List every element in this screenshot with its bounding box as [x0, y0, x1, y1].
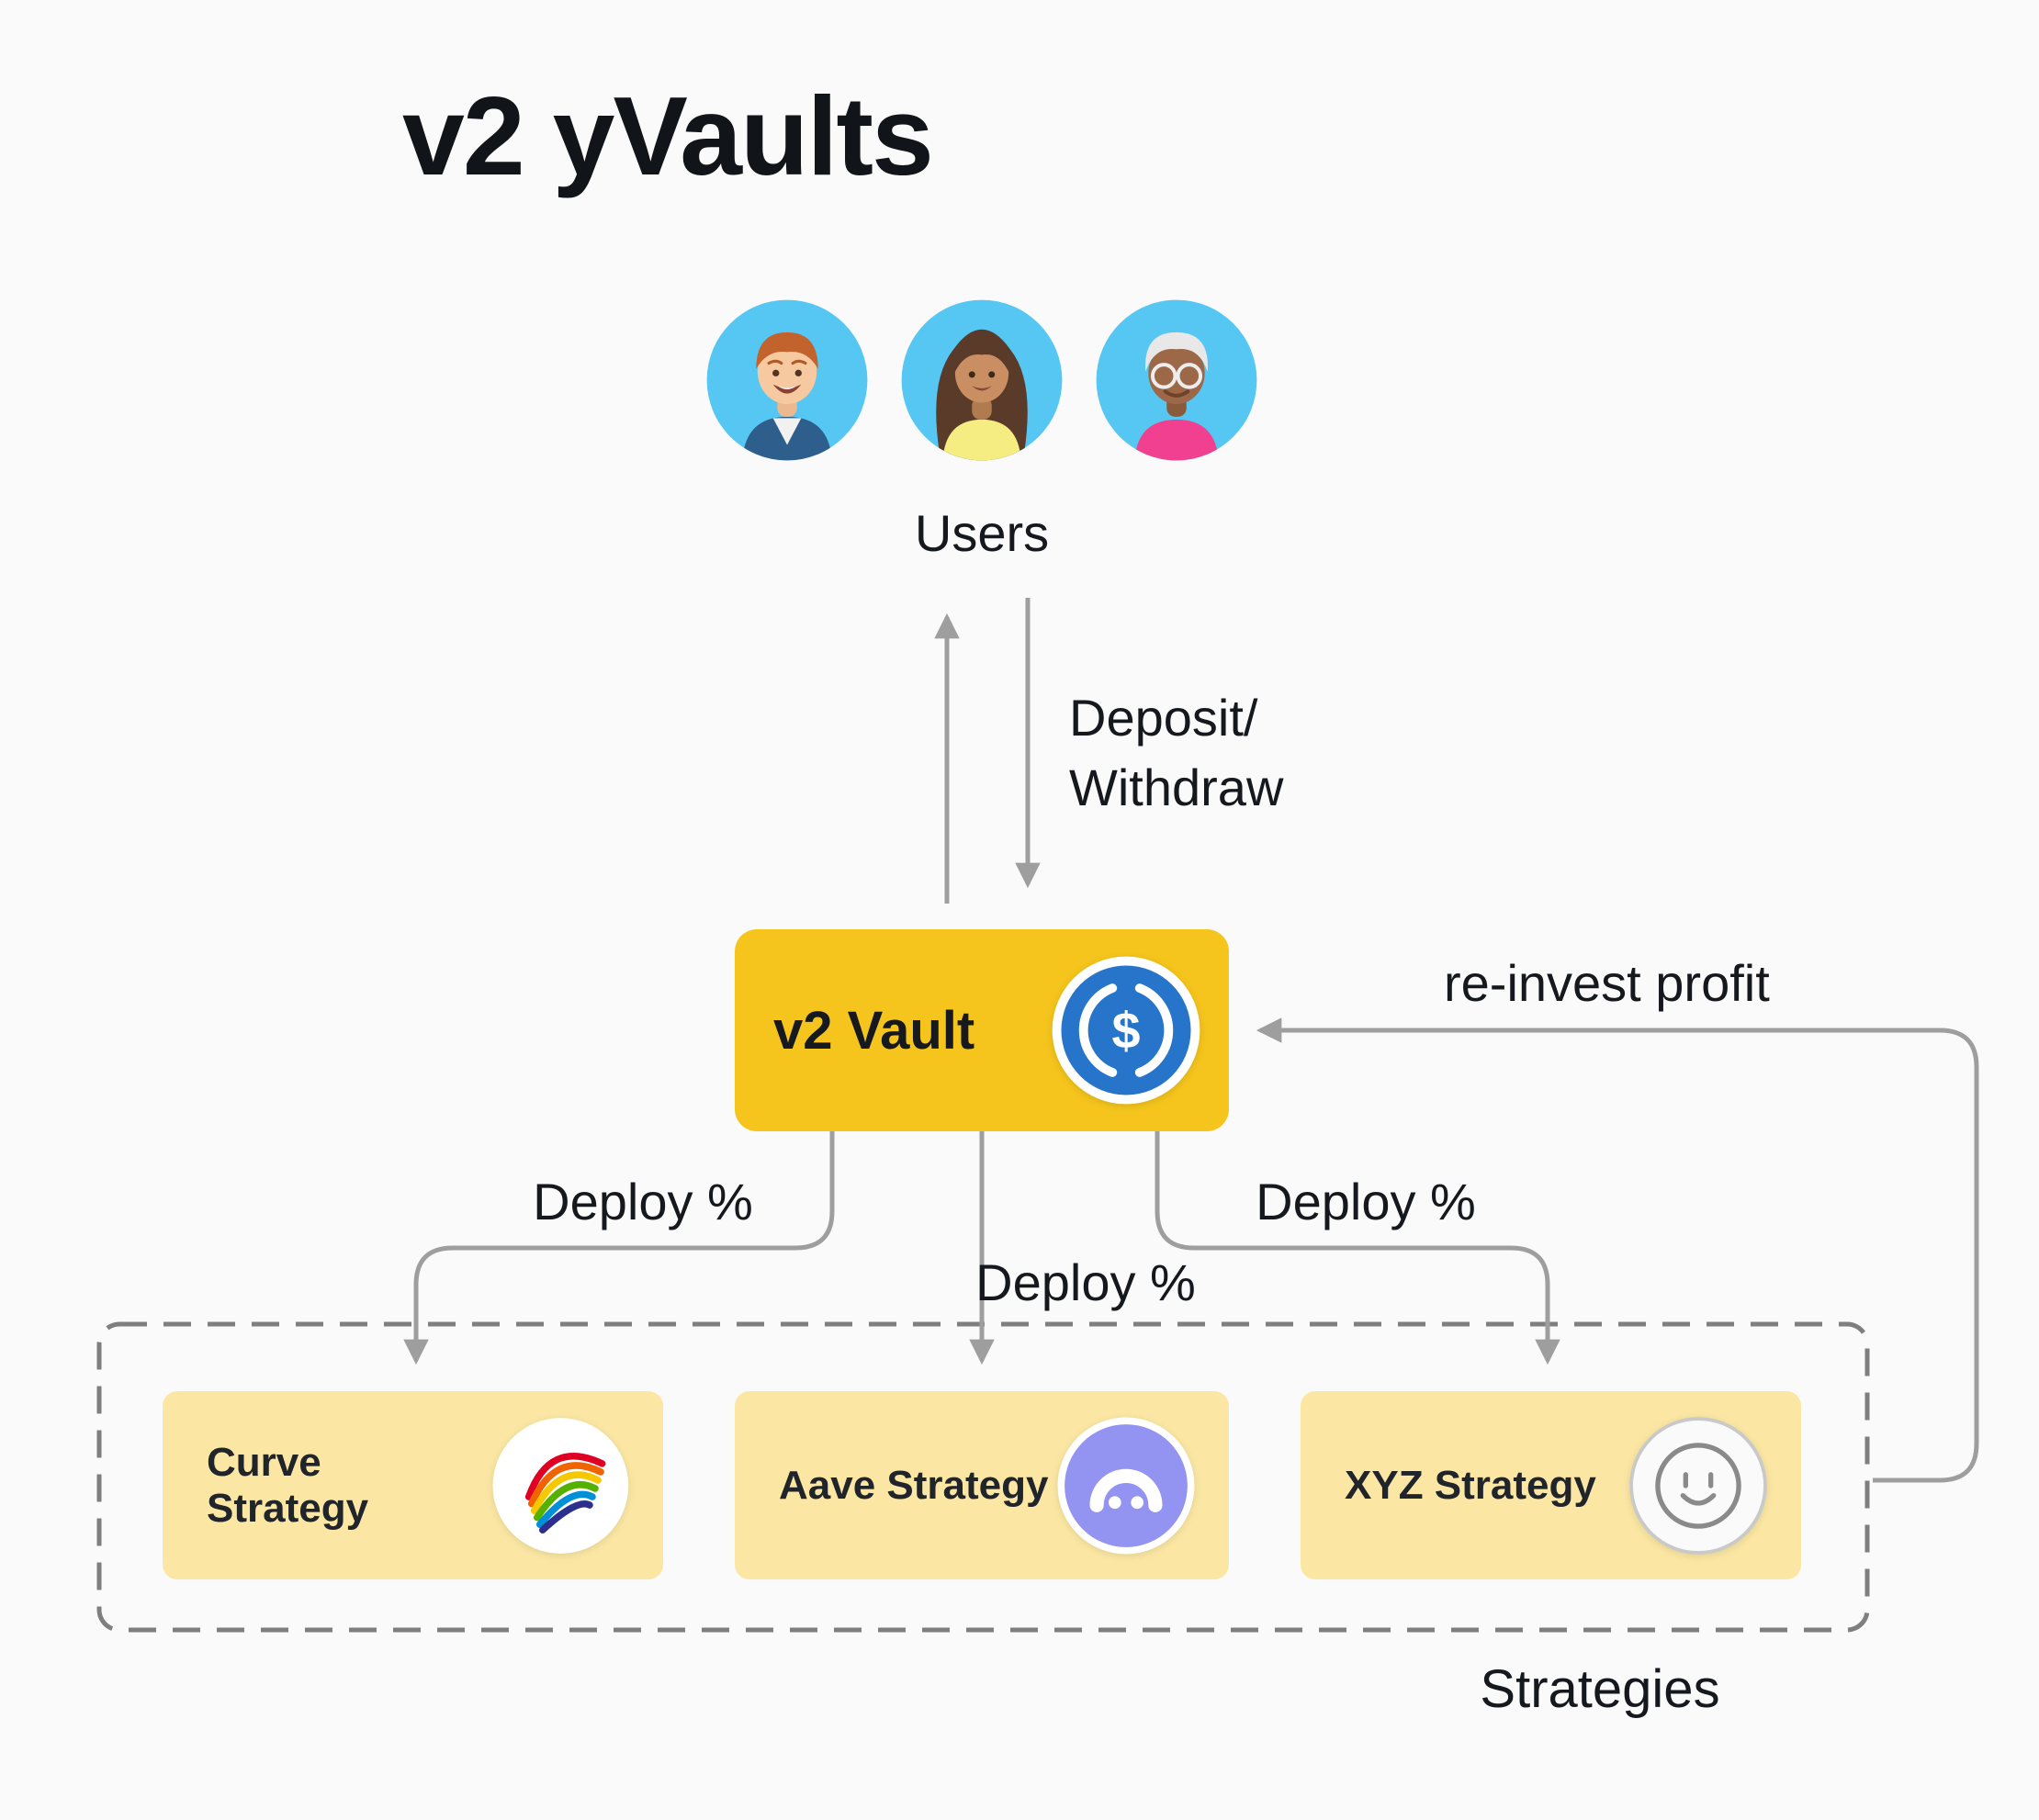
aave-strategy-node: Aave Strategy [735, 1391, 1229, 1579]
users-label: Users [914, 504, 1050, 562]
curve-icon [491, 1416, 630, 1556]
deposit-withdraw-label: Deposit/ Withdraw [1069, 683, 1283, 823]
usdc-icon: $ [1051, 955, 1201, 1106]
deploy-middle-label: Deploy % [975, 1253, 1196, 1311]
smiley-icon [1628, 1416, 1768, 1556]
xyz-strategy-node: XYZ Strategy [1301, 1391, 1801, 1579]
deposit-withdraw-line2: Withdraw [1069, 758, 1284, 817]
avatar-man-icon [703, 296, 872, 465]
avatar-elder-icon [1092, 296, 1261, 465]
aave-strategy-label: Aave Strategy [779, 1462, 1049, 1508]
aave-icon [1056, 1416, 1196, 1556]
deploy-left-label: Deploy % [533, 1173, 753, 1230]
xyz-strategy-label: XYZ Strategy [1345, 1462, 1596, 1508]
vault-node: v2 Vault $ [735, 929, 1229, 1131]
deploy-left-arrow [403, 1131, 835, 1365]
reinvest-profit-label: re-invest profit [1444, 954, 1770, 1012]
deposit-withdraw-line1: Deposit/ [1069, 689, 1258, 747]
users-avatars [703, 296, 1261, 465]
deploy-right-arrow [1155, 1131, 1560, 1365]
reinvest-arrow [1256, 1017, 1979, 1483]
avatar-woman-icon [897, 296, 1066, 465]
curve-strategy-node: Curve Strategy [163, 1391, 663, 1579]
curve-strategy-label: Curve Strategy [207, 1439, 369, 1531]
deploy-right-label: Deploy % [1256, 1173, 1476, 1230]
page-title: v2 yVaults [402, 73, 934, 198]
svg-text:$: $ [1111, 1003, 1140, 1060]
strategies-label: Strategies [1480, 1659, 1720, 1719]
vault-label: v2 Vault [773, 1000, 975, 1061]
